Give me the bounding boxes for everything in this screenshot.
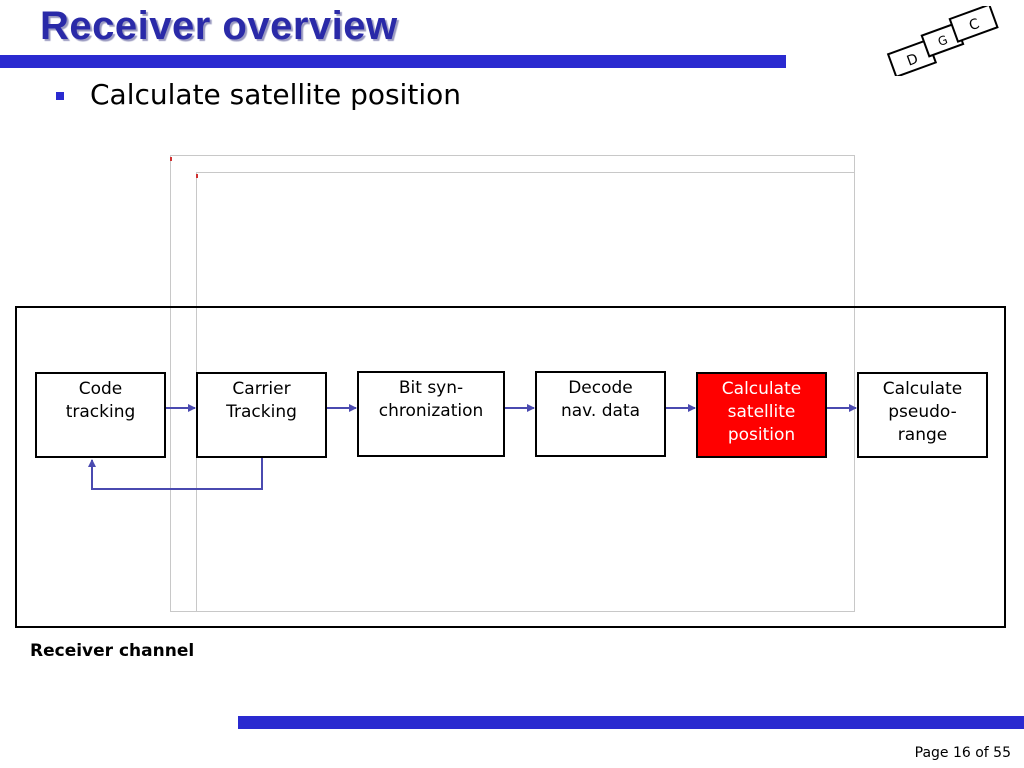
- title-underline-bar: [0, 55, 786, 68]
- calculate-pseudo-range-block: Calculate pseudo- range: [857, 372, 988, 458]
- carrier-tracking-block: Carrier Tracking: [196, 372, 327, 458]
- bullet-text: Calculate satellite position: [90, 78, 461, 111]
- slide-title: Receiver overview: [40, 4, 398, 48]
- page-number: Page 16 of 55: [914, 745, 1011, 761]
- bit-synchronization-block: Bit syn- chronization: [357, 371, 505, 457]
- receiver-channel-box: [15, 306, 1006, 628]
- dgc-logo: D G C: [886, 6, 999, 76]
- code-tracking-block: Code tracking: [35, 372, 166, 458]
- bullet-item: Calculate satellite position: [56, 78, 461, 111]
- feedback-arrow-carrier-to-code: [88, 458, 263, 490]
- square-bullet-icon: [56, 91, 64, 100]
- footer-bar: [238, 716, 1024, 729]
- decode-nav-data-block: Decode nav. data: [535, 371, 666, 457]
- logo-letter-d: D: [905, 51, 921, 70]
- calculate-satellite-position-block: Calculate satellite position: [696, 372, 827, 458]
- logo-letter-g: G: [936, 33, 950, 49]
- receiver-channel-label: Receiver channel: [30, 641, 195, 661]
